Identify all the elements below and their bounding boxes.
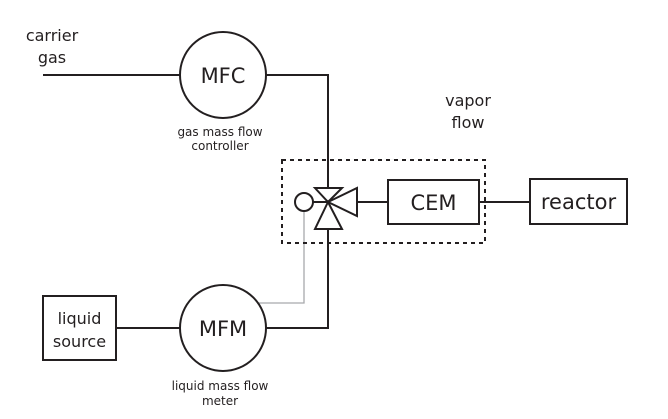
liquid-source-box: [42, 295, 117, 361]
cem-box: [387, 179, 480, 225]
liquid-source-node: liquid source: [42, 295, 117, 361]
vapor-flow-label-line1: vapor: [445, 91, 491, 110]
mfc-caption-line2: controller: [191, 139, 248, 153]
three-way-valve: [294, 186, 358, 230]
reactor-label: reactor: [541, 190, 617, 214]
cem-node: CEM: [387, 179, 480, 225]
carrier-gas-label-line2: gas: [38, 48, 66, 67]
mfc-caption-line1: gas mass flow: [177, 125, 262, 139]
valve-bottom-triangle: [313, 199, 344, 230]
liquid-source-label-line1: liquid: [58, 309, 102, 328]
mfc-node: MFC: [179, 31, 267, 119]
mfm-node: MFM: [179, 284, 267, 372]
mfm-caption-line1: liquid mass flow: [172, 379, 269, 393]
mfc-to-valve-line: [266, 74, 329, 202]
reactor-node: reactor: [529, 178, 628, 225]
valve-right-triangle: [325, 186, 358, 218]
valve-actuator-icon: [294, 192, 314, 212]
valve-cem-group-box: [281, 159, 486, 244]
cem-label: CEM: [410, 191, 456, 215]
reactor-box: [529, 178, 628, 225]
mfm-label: MFM: [199, 317, 247, 341]
mfm-circle: [179, 284, 267, 372]
signal-line: [258, 211, 305, 304]
vapor-flow-label-line2: flow: [452, 113, 485, 132]
mfc-label: MFC: [201, 64, 246, 88]
liquid-source-label-line2: source: [53, 332, 106, 351]
mfc-circle: [179, 31, 267, 119]
valve-top-triangle: [312, 187, 345, 204]
carrier-gas-label-line1: carrier: [26, 26, 79, 45]
mfm-caption-line2: meter: [202, 394, 238, 408]
